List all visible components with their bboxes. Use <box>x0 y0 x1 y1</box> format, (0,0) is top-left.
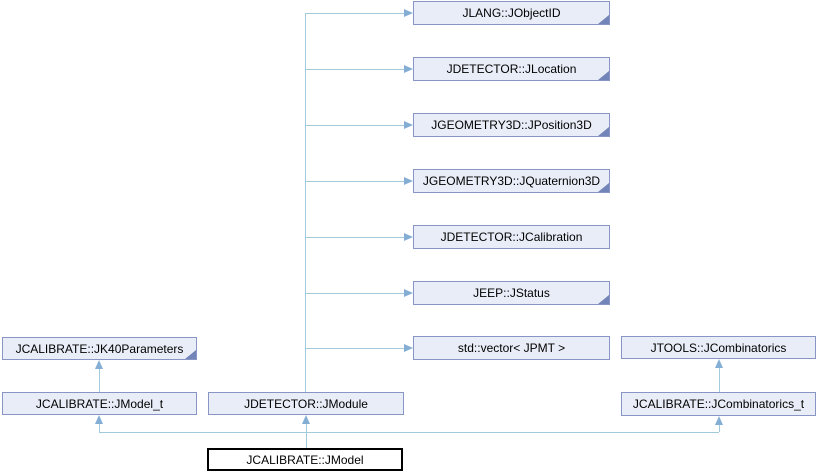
edge-line <box>305 125 405 126</box>
class-node-label: JCALIBRATE::JK40Parameters <box>15 341 184 356</box>
class-node-label: JDETECTOR::JLocation <box>446 62 577 76</box>
class-node-jdetector-jmodule[interactable]: JDETECTOR::JModule <box>208 392 404 415</box>
arrowhead-right-icon <box>404 177 413 185</box>
folded-corner-icon <box>598 295 609 304</box>
class-node-jeep-jstatus[interactable]: JEEP::JStatus <box>413 281 610 305</box>
edge-line <box>305 13 405 14</box>
arrowhead-right-icon <box>404 9 413 17</box>
folded-corner-icon <box>598 183 609 192</box>
folded-corner-icon <box>598 127 609 136</box>
arrowhead-up-icon <box>715 359 723 368</box>
edge-line <box>306 421 307 448</box>
arrowhead-right-icon <box>404 65 413 73</box>
class-node-jlang-jobjectid[interactable]: JLANG::JObjectID <box>413 1 610 25</box>
class-node-jcalibrate-jmodel: JCALIBRATE::JModel <box>207 448 403 471</box>
arrowhead-up-icon <box>95 415 103 424</box>
class-node-jtools-jcombinatorics[interactable]: JTOOLS::JCombinatorics <box>621 336 816 359</box>
class-node-jgeometry3d-jposition3d[interactable]: JGEOMETRY3D::JPosition3D <box>413 113 610 137</box>
class-node-label: JCALIBRATE::JModel <box>246 452 364 467</box>
edge-line <box>719 422 720 432</box>
folded-corner-icon <box>598 15 609 24</box>
arrowhead-right-icon <box>404 233 413 241</box>
class-node-std-vector-jpmt[interactable]: std::vector< JPMT > <box>413 336 610 360</box>
edge-line <box>305 13 306 392</box>
class-node-label: std::vector< JPMT > <box>457 341 566 355</box>
arrowhead-up-icon <box>715 416 723 425</box>
class-node-jcalibrate-jmodel-t[interactable]: JCALIBRATE::JModel_t <box>2 392 197 415</box>
class-node-jcalibrate-jcombinatorics-t[interactable]: JCALIBRATE::JCombinatorics_t <box>621 392 816 416</box>
class-node-label: JDETECTOR::JCalibration <box>440 230 583 244</box>
class-node-jdetector-jcalibration[interactable]: JDETECTOR::JCalibration <box>413 225 610 249</box>
edge-line <box>305 69 405 70</box>
edge-line <box>305 237 405 238</box>
edge-line <box>305 181 405 182</box>
class-node-label: JTOOLS::JCombinatorics <box>650 340 787 355</box>
class-node-label: JCALIBRATE::JModel_t <box>35 396 164 411</box>
folded-corner-icon <box>598 71 609 80</box>
class-node-label: JCALIBRATE::JCombinatorics_t <box>632 397 805 411</box>
edge-line <box>305 293 405 294</box>
arrowhead-up-icon <box>302 415 310 424</box>
class-node-label: JLANG::JObjectID <box>462 6 561 20</box>
edge-line <box>99 432 719 433</box>
edge-line <box>305 348 405 349</box>
folded-corner-icon <box>185 350 196 359</box>
arrowhead-up-icon <box>95 360 103 369</box>
class-node-jdetector-jlocation[interactable]: JDETECTOR::JLocation <box>413 57 610 81</box>
arrowhead-right-icon <box>404 121 413 129</box>
class-node-label: JGEOMETRY3D::JPosition3D <box>431 118 592 132</box>
edge-line <box>99 421 100 432</box>
edge-line <box>99 366 100 392</box>
arrowhead-right-icon <box>404 289 413 297</box>
class-node-jgeometry3d-jquaternion3d[interactable]: JGEOMETRY3D::JQuaternion3D <box>413 169 610 193</box>
class-node-label: JEEP::JStatus <box>473 286 550 300</box>
edge-line <box>719 365 720 392</box>
class-node-jcalibrate-jk40parameters[interactable]: JCALIBRATE::JK40Parameters <box>2 337 197 360</box>
class-node-label: JGEOMETRY3D::JQuaternion3D <box>422 174 601 188</box>
class-node-label: JDETECTOR::JModule <box>244 396 368 411</box>
arrowhead-right-icon <box>404 344 413 352</box>
